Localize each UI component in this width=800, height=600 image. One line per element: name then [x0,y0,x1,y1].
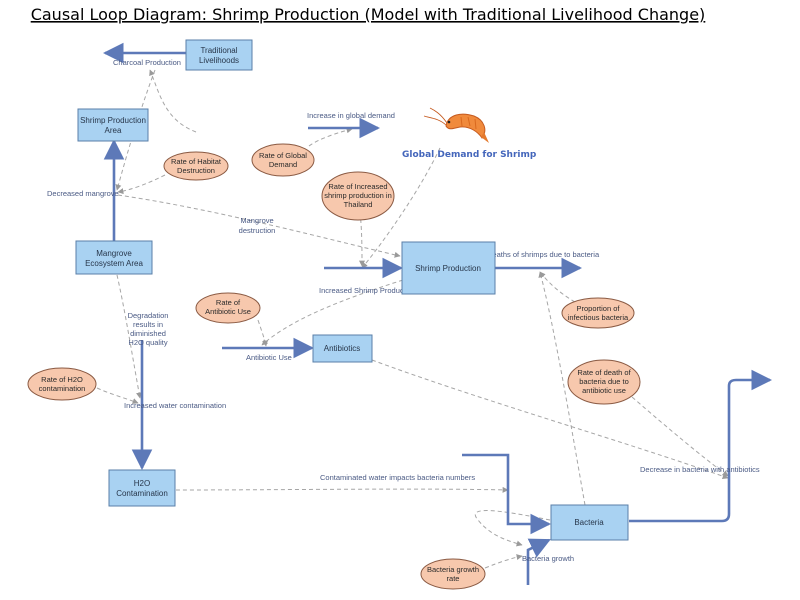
aux-rate-antibiotic-use: Rate of Antibiotic Use [195,292,261,324]
svg-text:Bacteria growth: Bacteria growth [427,565,479,574]
svg-text:Thailand: Thailand [344,200,373,209]
contaminated-water-label: Contaminated water impacts bacteria numb… [320,473,475,482]
svg-text:infectious bacteria: infectious bacteria [568,313,629,322]
svg-text:Livelihoods: Livelihoods [199,56,239,65]
svg-text:Proportion of: Proportion of [577,304,621,313]
aux-bacteria-growth-rate: Bacteria growth rate [420,558,486,590]
stock-traditional-livelihoods: Traditional Livelihoods [185,39,253,71]
svg-text:H2O quality: H2O quality [128,338,167,347]
svg-text:destruction: destruction [239,226,276,235]
aux-rate-increased-shrimp-production: Rate of Increased shrimp production in T… [321,171,395,221]
svg-text:Antibiotic Use: Antibiotic Use [205,307,251,316]
decreased-mangrove-label: Decreased mangrove [47,189,119,198]
aux-rate-death-bacteria: Rate of death of bacteria due to antibio… [567,359,641,405]
svg-text:Area: Area [105,126,122,135]
decrease-bacteria-flow [629,369,773,523]
bacteria-growth-label: Bacteria growth [522,554,574,563]
note-mangrove-destruction: Mangrove destruction [239,216,276,235]
antibiotic-use-label: Antibiotic Use [246,353,292,362]
svg-text:Contamination: Contamination [116,489,168,498]
svg-text:Rate of death of: Rate of death of [577,368,631,377]
svg-text:Mangrove: Mangrove [96,249,132,258]
decrease-bacteria-label: Decrease in bacteria with antibiotics [640,465,760,474]
deaths-of-shrimps-label: Deaths of shrimps due to bacteria [487,250,600,259]
svg-text:Ecosystem Area: Ecosystem Area [85,259,143,268]
stock-antibiotics: Antibiotics [312,334,373,363]
svg-text:Shrimp Production: Shrimp Production [80,116,146,125]
svg-text:Rate of Habitat: Rate of Habitat [171,157,222,166]
svg-text:Rate of Global: Rate of Global [259,151,307,160]
shrimp-icon [423,107,489,143]
bacteria-growth-flow [526,538,551,585]
aux-rate-global-demand: Rate of Global Demand [251,143,315,177]
stock-bacteria: Bacteria [550,504,629,541]
diagram-title: Causal Loop Diagram: Shrimp Production (… [31,5,706,24]
aux-rate-habitat-destruction: Rate of Habitat Destruction [163,151,229,181]
svg-text:results in: results in [133,320,163,329]
svg-text:H2O: H2O [134,479,150,488]
svg-text:Demand: Demand [269,160,297,169]
aux-rate-h2o-contamination: Rate of H2O contamination [27,367,97,401]
stock-mangrove-ecosystem-area: Mangrove Ecosystem Area [75,240,153,275]
flows [102,42,773,585]
svg-text:diminished: diminished [130,329,166,338]
svg-text:Rate of H2O: Rate of H2O [41,375,83,384]
increased-shrimp-production-label: Increased Shrimp Production [319,286,416,295]
stock-shrimp-production: Shrimp Production [401,241,496,295]
charcoal-production-label: Charcoal Production [113,58,181,67]
svg-text:Traditional: Traditional [200,46,237,55]
stock-shrimp-production-area: Shrimp Production Area [77,108,149,142]
svg-text:Degradation: Degradation [128,311,169,320]
contaminated-water-flow [462,453,552,535]
svg-text:Rate of Increased: Rate of Increased [328,182,387,191]
stock-h2o-contamination: H2O Contamination [108,469,176,507]
svg-text:Mangrove: Mangrove [240,216,273,225]
flow-labels: Charcoal Production Decreased mangrove I… [47,58,760,563]
note-degradation: Degradation results in diminished H2O qu… [128,311,169,347]
svg-text:Destruction: Destruction [177,166,215,175]
svg-text:contamination: contamination [39,384,86,393]
increased-water-contamination-label: Increased water contamination [124,401,226,410]
svg-text:bacteria due to: bacteria due to [579,377,629,386]
svg-text:antibiotic use: antibiotic use [582,386,626,395]
svg-text:Shrimp Production: Shrimp Production [415,264,481,273]
svg-text:Bacteria: Bacteria [574,518,604,527]
svg-text:rate: rate [447,574,460,583]
svg-text:Rate of: Rate of [216,298,241,307]
svg-text:Antibiotics: Antibiotics [324,344,360,353]
increase-global-demand-label: Increase in global demand [307,111,395,120]
aux-proportion-infectious-bacteria: Proportion of infectious bacteria [561,297,635,329]
info-links [96,69,729,569]
global-demand-label: Global Demand for Shrimp [402,150,537,160]
svg-text:shrimp production in: shrimp production in [324,191,392,200]
